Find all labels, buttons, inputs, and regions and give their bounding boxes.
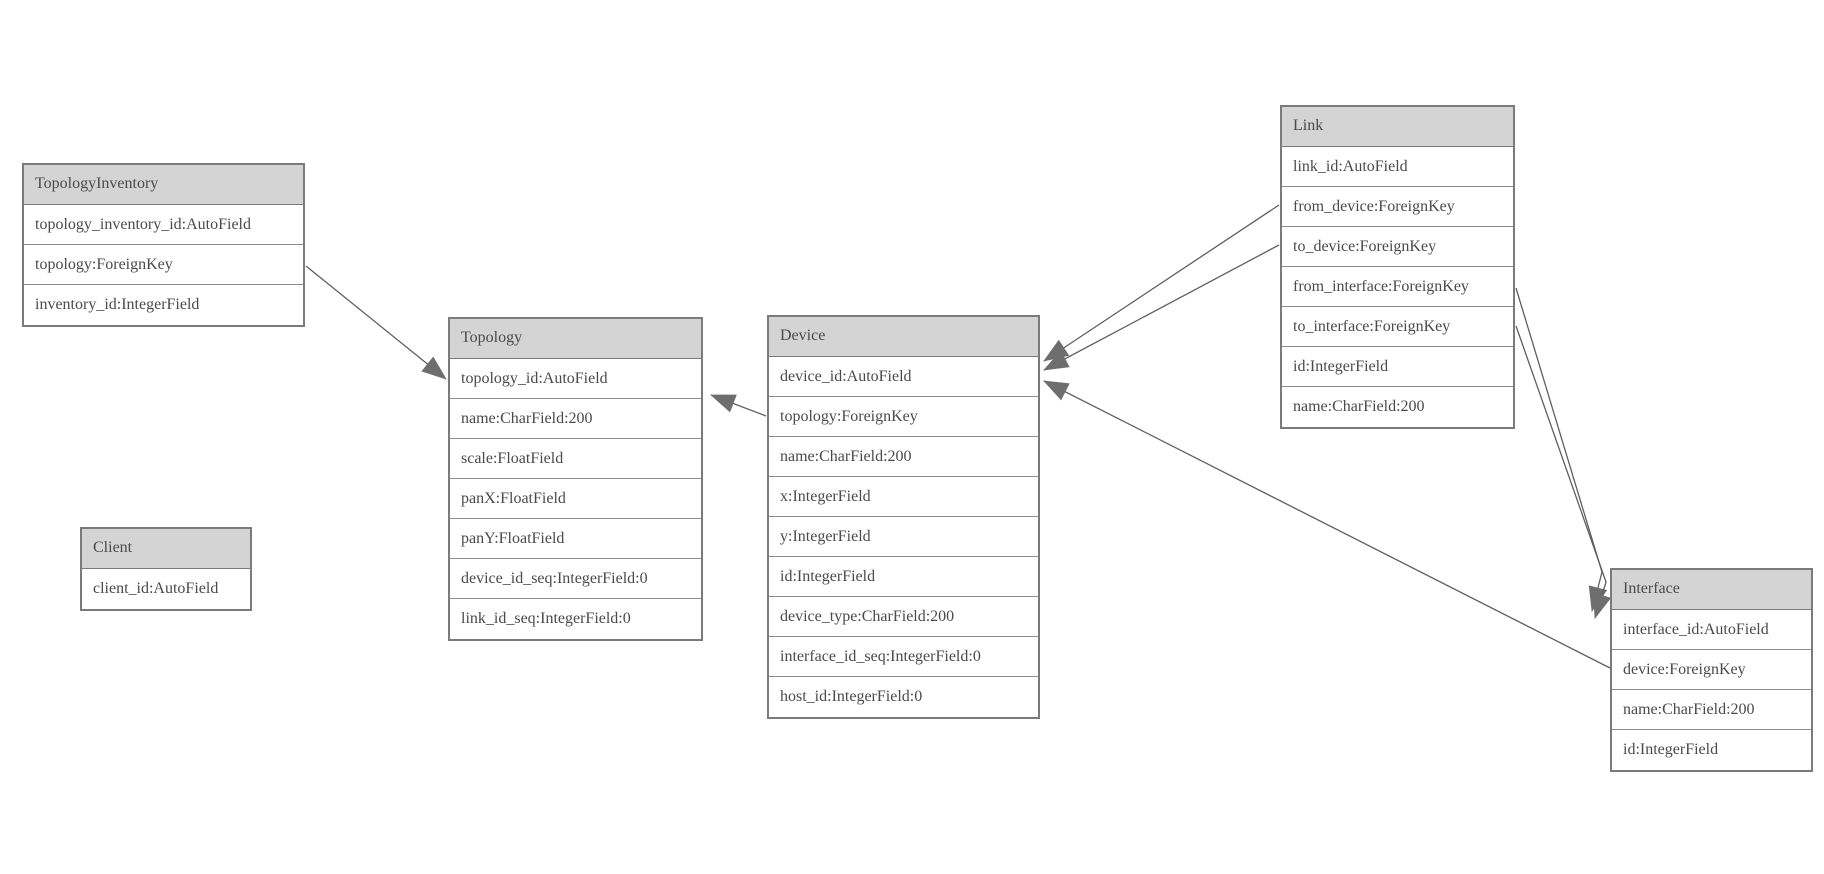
table-title-link: Link [1282, 107, 1513, 147]
edge-link-to-device-to-device [1043, 244, 1280, 371]
table-field-row: scale:FloatField [450, 439, 701, 479]
table-field-row: name:CharField:200 [1282, 387, 1513, 427]
table-field-row: name:CharField:200 [1612, 690, 1811, 730]
table-field-row: topology_inventory_id:AutoField [24, 205, 303, 245]
table-field-row: panY:FloatField [450, 519, 701, 559]
edge-link-to-interface-to-interface [1515, 325, 1612, 619]
table-title-interface: Interface [1612, 570, 1811, 610]
table-field-row: device_id_seq:IntegerField:0 [450, 559, 701, 599]
edge-link-from-device-to-device [1043, 204, 1280, 362]
edge-device-topology-to-topology [710, 394, 767, 417]
table-title-topology: Topology [450, 319, 701, 359]
table-field-row: topology:ForeignKey [24, 245, 303, 285]
table-field-row: interface_id_seq:IntegerField:0 [769, 637, 1038, 677]
edge-topologyinventory-topology-to-topology [305, 265, 447, 380]
table-field-row: device_type:CharField:200 [769, 597, 1038, 637]
table-field-row: to_device:ForeignKey [1282, 227, 1513, 267]
table-field-row: from_device:ForeignKey [1282, 187, 1513, 227]
table-field-row: id:IntegerField [1612, 730, 1811, 770]
table-field-row: inventory_id:IntegerField [24, 285, 303, 325]
table-field-row: topology_id:AutoField [450, 359, 701, 399]
table-field-row: panX:FloatField [450, 479, 701, 519]
table-field-row: name:CharField:200 [769, 437, 1038, 477]
table-title-topologyinventory: TopologyInventory [24, 165, 303, 205]
table-field-row: host_id:IntegerField:0 [769, 677, 1038, 717]
table-field-row: link_id:AutoField [1282, 147, 1513, 187]
table-field-row: name:CharField:200 [450, 399, 701, 439]
table-field-row: id:IntegerField [1282, 347, 1513, 387]
table-field-row: to_interface:ForeignKey [1282, 307, 1513, 347]
table-title-client: Client [82, 529, 250, 569]
table-field-row: from_interface:ForeignKey [1282, 267, 1513, 307]
table-field-row: device:ForeignKey [1612, 650, 1811, 690]
table-field-row: client_id:AutoField [82, 569, 250, 609]
table-title-device: Device [769, 317, 1038, 357]
edge-link-from-interface-to-interface [1515, 287, 1608, 612]
table-field-row: device_id:AutoField [769, 357, 1038, 397]
table-field-row: link_id_seq:IntegerField:0 [450, 599, 701, 639]
table-field-row: y:IntegerField [769, 517, 1038, 557]
table-field-row: topology:ForeignKey [769, 397, 1038, 437]
table-field-row: x:IntegerField [769, 477, 1038, 517]
table-field-row: interface_id:AutoField [1612, 610, 1811, 650]
table-field-row: id:IntegerField [769, 557, 1038, 597]
